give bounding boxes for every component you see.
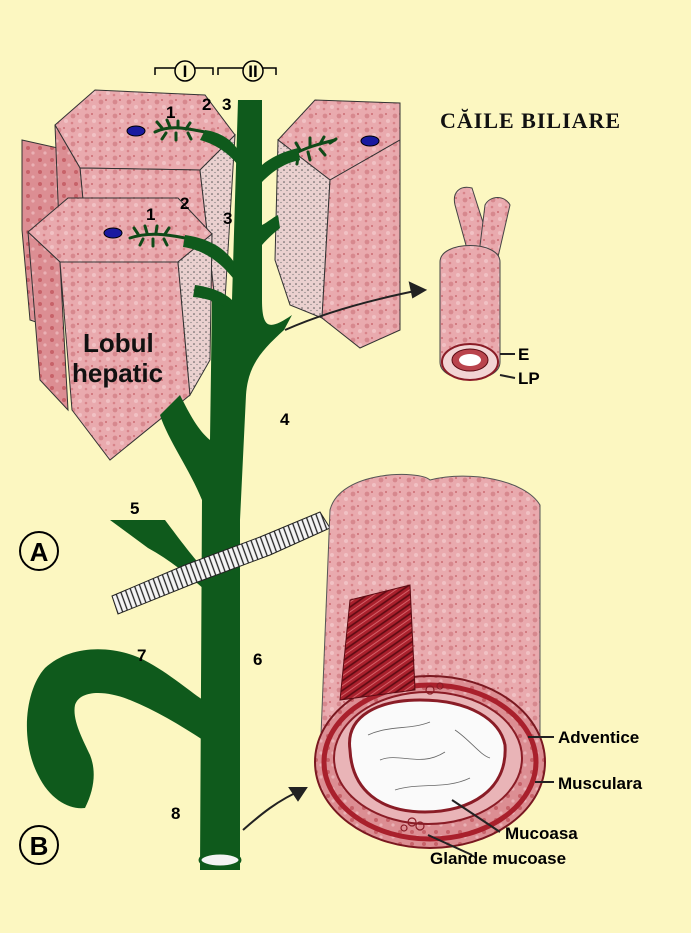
label-8: 8 <box>171 804 180 823</box>
duct-branch-top-left <box>200 130 238 165</box>
label-adventice: Adventice <box>558 728 639 747</box>
label-1-mid: 1 <box>146 205 155 224</box>
zone-ii-label: II <box>248 62 257 81</box>
bile-duct-tree <box>26 100 300 870</box>
label-e: E <box>518 345 529 364</box>
muscle-layer-cutaway <box>339 584 416 701</box>
label-5: 5 <box>130 499 139 518</box>
section-b-circle <box>19 825 59 865</box>
label-glande: Glande mucoase <box>430 849 566 868</box>
large-duct-section <box>314 473 546 849</box>
label-lp: LP <box>518 369 540 388</box>
label-6: 6 <box>253 650 262 669</box>
duct-hook <box>26 649 204 809</box>
page-title: CĂILE BILIARE <box>440 108 621 133</box>
cystic-duct <box>110 520 205 590</box>
mucous-glands <box>400 682 444 832</box>
label-mucoasa: Mucoasa <box>505 824 578 843</box>
lobule-label-line1: Lobul <box>83 328 154 358</box>
label-musculara: Musculara <box>558 774 643 793</box>
label-3-mid: 3 <box>223 209 232 228</box>
zone-i-label: I <box>183 62 188 81</box>
central-vein-right-icon <box>360 135 380 147</box>
label-3-top: 3 <box>222 95 231 114</box>
section-a-circle <box>19 531 59 571</box>
duct-opening <box>198 851 242 869</box>
section-a-label: A <box>30 537 49 567</box>
section-b-label: B <box>30 831 49 861</box>
label-2-mid: 2 <box>180 194 189 213</box>
label-4: 4 <box>280 410 290 429</box>
zone-i-circle <box>174 60 196 82</box>
label-2-top: 2 <box>202 95 211 114</box>
central-vein-top-icon <box>126 125 146 137</box>
pointer-arrows <box>242 281 554 856</box>
zone-ii-circle <box>242 60 264 82</box>
duct-branch-mid-left <box>183 235 234 278</box>
lobule-label-line2: hepatic <box>72 358 163 388</box>
duct-branch-mid-right <box>262 215 280 245</box>
duct-branch-low-left <box>193 285 232 310</box>
main-duct <box>160 100 292 870</box>
hepatic-lobules: Lobul hepatic <box>21 89 401 461</box>
label-7: 7 <box>137 646 146 665</box>
small-duct-section <box>439 186 511 381</box>
label-1-top: 1 <box>166 103 175 122</box>
central-vein-mid-icon <box>103 227 123 239</box>
duct-branch-top-right <box>262 148 300 182</box>
